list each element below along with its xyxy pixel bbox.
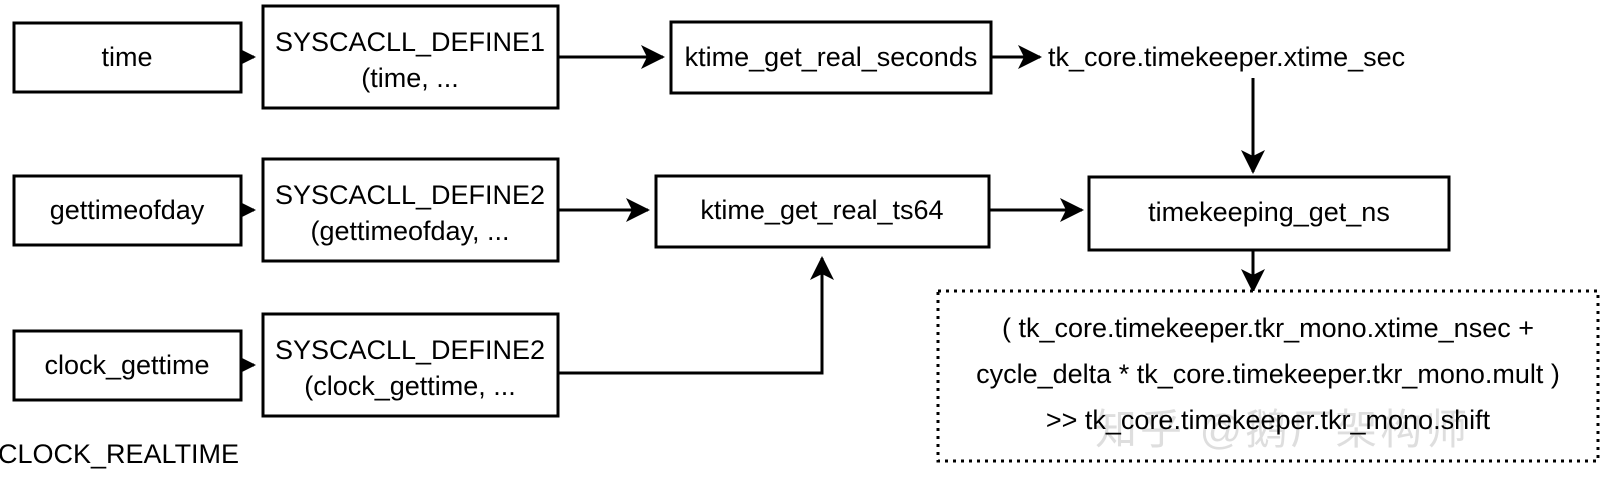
formula-line-1: ( tk_core.timekeeper.tkr_mono.xtime_nsec…: [1002, 313, 1534, 343]
node-syscall-define1[interactable]: SYSCACLL_DEFINE1 (time, ...: [261, 4, 560, 110]
edge-define2b-to-ktime-ts64: [558, 256, 834, 375]
node-syscall-define2-gettimeofday-label-line1: SYSCACLL_DEFINE2: [275, 180, 545, 210]
caption-clock-realtime: CLOCK_REALTIME: [0, 439, 239, 469]
node-clock-gettime-label: clock_gettime: [44, 350, 209, 380]
node-timekeeping-get-ns-label: timekeeping_get_ns: [1148, 197, 1390, 227]
node-ktime-get-real-ts64-label: ktime_get_real_ts64: [700, 195, 943, 225]
node-gettimeofday-label: gettimeofday: [50, 195, 205, 225]
node-xtime-sec-label: tk_core.timekeeper.xtime_sec: [1048, 42, 1405, 72]
node-timekeeping-get-ns[interactable]: timekeeping_get_ns: [1087, 175, 1451, 252]
node-syscall-define2-clock-gettime[interactable]: SYSCACLL_DEFINE2 (clock_gettime, ...: [261, 312, 560, 418]
node-syscall-define1-label-line1: SYSCACLL_DEFINE1: [275, 27, 545, 57]
node-ktime-get-real-seconds-label: ktime_get_real_seconds: [685, 42, 978, 72]
node-xtime-sec: tk_core.timekeeper.xtime_sec: [1048, 42, 1405, 72]
node-time[interactable]: time: [12, 21, 243, 94]
node-syscall-define2-clock-gettime-label-line2: (clock_gettime, ...: [304, 371, 516, 401]
node-syscall-define2-clock-gettime-label-line1: SYSCACLL_DEFINE2: [275, 335, 545, 365]
node-clock-gettime[interactable]: clock_gettime: [12, 329, 243, 402]
formula-line-2: cycle_delta * tk_core.timekeeper.tkr_mon…: [976, 359, 1560, 389]
node-syscall-define2-gettimeofday[interactable]: SYSCACLL_DEFINE2 (gettimeofday, ...: [261, 157, 560, 263]
node-syscall-define2-gettimeofday-label-line2: (gettimeofday, ...: [310, 216, 509, 246]
node-syscall-define1-label-line2: (time, ...: [361, 63, 459, 93]
formula-line-3: >> tk_core.timekeeper.tkr_mono.shift: [1046, 405, 1491, 435]
caption-label: CLOCK_REALTIME: [0, 439, 239, 469]
formula-box: ( tk_core.timekeeper.tkr_mono.xtime_nsec…: [936, 289, 1600, 463]
node-ktime-get-real-ts64[interactable]: ktime_get_real_ts64: [654, 174, 991, 249]
node-gettimeofday[interactable]: gettimeofday: [12, 174, 243, 247]
node-ktime-get-real-seconds[interactable]: ktime_get_real_seconds: [669, 20, 993, 95]
node-time-label: time: [101, 42, 152, 72]
